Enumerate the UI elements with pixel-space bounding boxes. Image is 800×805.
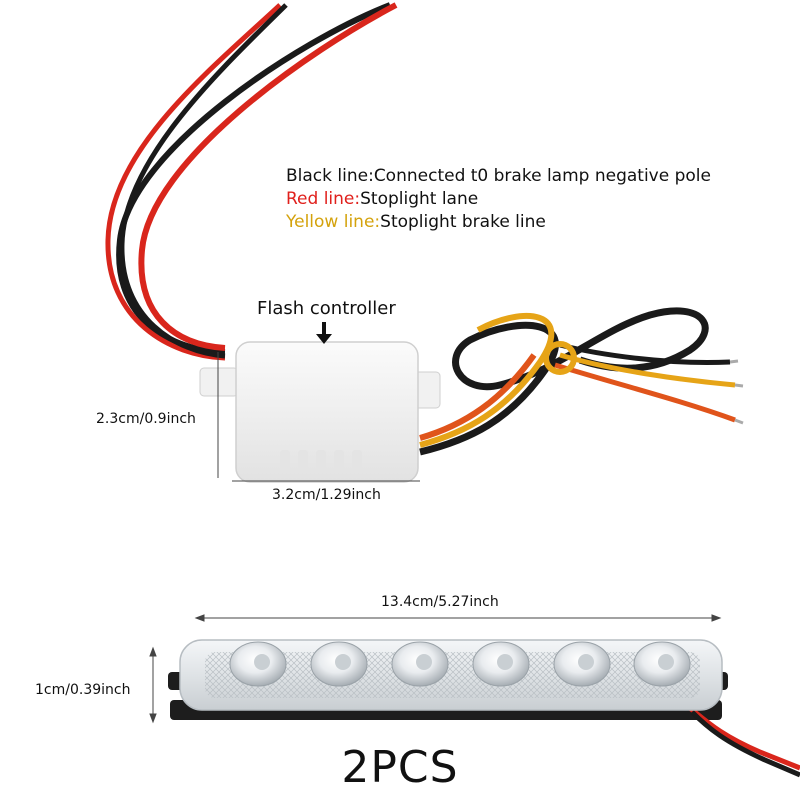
legend-black-text: Connected t0 brake lamp negative pole bbox=[373, 166, 711, 186]
quantity-label: 2PCS bbox=[341, 742, 459, 793]
controller-label: Flash controller bbox=[257, 298, 396, 319]
legend-yellow-line: Yellow line:Stoplight brake line bbox=[286, 212, 546, 232]
legend-black-prefix: Black line: bbox=[286, 166, 374, 186]
strip-length-label: 13.4cm/5.27inch bbox=[381, 594, 499, 610]
legend-red-text: Stoplight lane bbox=[360, 189, 479, 209]
output-wires bbox=[419, 307, 744, 456]
legend-black-line: Black line:Connected t0 brake lamp negat… bbox=[286, 166, 711, 186]
arrow-down-icon bbox=[316, 322, 332, 344]
legend-yellow-prefix: Yellow line: bbox=[286, 212, 381, 232]
legend-red-prefix: Red line: bbox=[286, 189, 361, 209]
strip-dimension-lines bbox=[149, 614, 722, 724]
legend-red-line: Red line:Stoplight lane bbox=[286, 189, 478, 209]
controller-dimension-lines bbox=[217, 352, 420, 482]
strip-height-label: 1cm/0.39inch bbox=[35, 682, 131, 698]
flash-controller-box bbox=[199, 341, 441, 483]
input-wires bbox=[105, 2, 398, 361]
controller-width-label: 3.2cm/1.29inch bbox=[272, 487, 381, 503]
led-strip bbox=[168, 639, 800, 778]
legend-yellow-text: Stoplight brake line bbox=[380, 212, 546, 232]
led-lenses bbox=[229, 641, 691, 687]
controller-height-label: 2.3cm/0.9inch bbox=[96, 411, 196, 427]
